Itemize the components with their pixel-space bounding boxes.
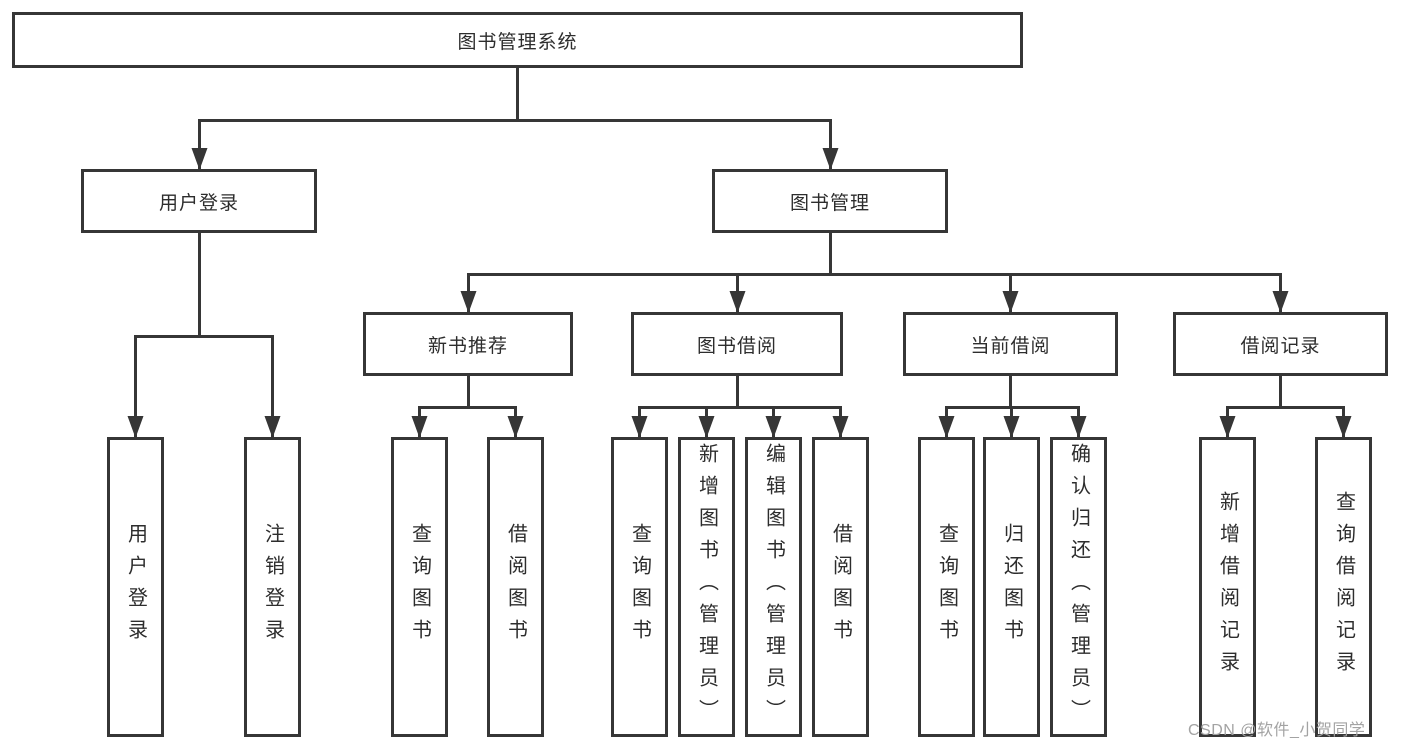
leaf-query-books-recommend-label: 查询图书 bbox=[408, 523, 431, 651]
node-book-borrowing: 图书借阅 bbox=[631, 312, 843, 376]
leaf-query-borrow-record-label: 查询借阅记录 bbox=[1332, 491, 1355, 683]
node-new-book-recommendation-label: 新书推荐 bbox=[427, 335, 508, 357]
node-book-management-label: 图书管理 bbox=[789, 192, 870, 214]
leaf-add-borrow-record: 新增借阅记录 bbox=[1199, 437, 1256, 737]
csdn-watermark: CSDN @软件_小贺同学 bbox=[1188, 722, 1366, 739]
node-root-label: 图书管理系统 bbox=[457, 31, 578, 53]
node-book-borrowing-label: 图书借阅 bbox=[696, 335, 777, 357]
node-root: 图书管理系统 bbox=[12, 12, 1023, 68]
leaf-return-books-label: 归还图书 bbox=[1000, 523, 1023, 651]
leaf-query-borrow-record: 查询借阅记录 bbox=[1315, 437, 1372, 737]
node-borrowing-records-label: 借阅记录 bbox=[1240, 335, 1321, 357]
leaf-logout: 注销登录 bbox=[244, 437, 301, 737]
leaf-query-books-current: 查询图书 bbox=[918, 437, 975, 737]
leaf-user-login-label: 用户登录 bbox=[124, 523, 147, 651]
leaf-add-books-admin: 新增图书（管理员） bbox=[678, 437, 735, 737]
leaf-query-books-borrowing-label: 查询图书 bbox=[628, 523, 651, 651]
node-user-login-label: 用户登录 bbox=[158, 192, 239, 214]
leaf-add-books-admin-label: 新增图书（管理员） bbox=[695, 443, 718, 731]
leaf-confirm-return-admin-label: 确认归还（管理员） bbox=[1067, 443, 1090, 731]
node-borrowing-records: 借阅记录 bbox=[1173, 312, 1388, 376]
leaf-edit-books-admin-label: 编辑图书（管理员） bbox=[762, 443, 785, 731]
node-new-book-recommendation: 新书推荐 bbox=[363, 312, 573, 376]
leaf-query-books-recommend: 查询图书 bbox=[391, 437, 448, 737]
node-user-login: 用户登录 bbox=[81, 169, 317, 233]
leaf-query-books-borrowing: 查询图书 bbox=[611, 437, 668, 737]
leaf-borrow-books-recommend: 借阅图书 bbox=[487, 437, 544, 737]
leaf-return-books: 归还图书 bbox=[983, 437, 1040, 737]
leaf-borrow-books-label: 借阅图书 bbox=[829, 523, 852, 651]
node-book-management: 图书管理 bbox=[712, 169, 948, 233]
leaf-query-books-current-label: 查询图书 bbox=[935, 523, 958, 651]
leaf-borrow-books: 借阅图书 bbox=[812, 437, 869, 737]
leaf-user-login: 用户登录 bbox=[107, 437, 164, 737]
leaf-borrow-books-recommend-label: 借阅图书 bbox=[504, 523, 527, 651]
leaf-add-borrow-record-label: 新增借阅记录 bbox=[1216, 491, 1239, 683]
leaf-edit-books-admin: 编辑图书（管理员） bbox=[745, 437, 802, 737]
leaf-confirm-return-admin: 确认归还（管理员） bbox=[1050, 437, 1107, 737]
node-current-borrowing: 当前借阅 bbox=[903, 312, 1118, 376]
leaf-logout-label: 注销登录 bbox=[261, 523, 284, 651]
node-current-borrowing-label: 当前借阅 bbox=[970, 335, 1051, 357]
